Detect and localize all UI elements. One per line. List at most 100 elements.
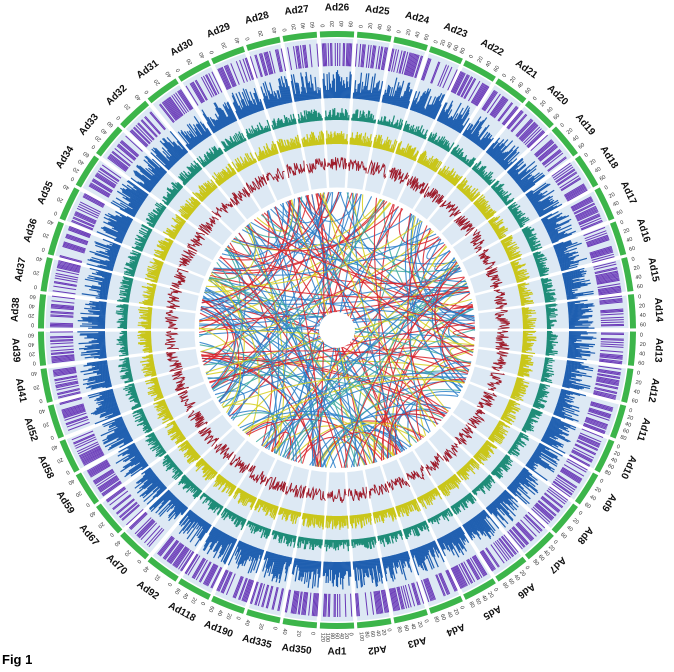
- histogram-bar: [175, 504, 185, 515]
- histogram-bar: [96, 231, 123, 243]
- histogram-bar: [497, 422, 504, 427]
- density-stripe: [551, 483, 571, 498]
- histogram-bar: [181, 474, 186, 479]
- histogram-bar: [527, 416, 539, 423]
- histogram-bar: [210, 182, 217, 189]
- histogram-bar: [145, 423, 150, 426]
- histogram-bar: [240, 100, 249, 117]
- histogram-bar: [87, 376, 110, 382]
- histogram-bar: [544, 298, 557, 302]
- histogram-track-blue: [262, 550, 293, 584]
- density-stripe: [531, 508, 549, 525]
- density-stripe: [144, 116, 162, 134]
- histogram-bar: [387, 140, 392, 152]
- histogram-bar: [163, 492, 173, 502]
- density-stripe: [508, 111, 524, 130]
- histogram-bar: [146, 287, 156, 291]
- histogram-bar: [480, 511, 496, 532]
- histogram-bar: [546, 220, 570, 233]
- histogram-bar: [241, 132, 246, 142]
- histogram-bar: [456, 502, 461, 508]
- density-stripe: [534, 139, 553, 156]
- histogram-bar: [480, 172, 485, 178]
- histogram-bar: [186, 177, 191, 181]
- histogram-bar: [120, 285, 132, 290]
- density-stripe: [51, 357, 75, 361]
- histogram-bar: [234, 515, 240, 525]
- histogram-bar: [315, 140, 317, 146]
- histogram-bar: [258, 147, 265, 160]
- histogram-bar: [362, 111, 365, 122]
- histogram-bar: [437, 136, 444, 147]
- histogram-bar: [245, 493, 250, 499]
- histogram-bar: [494, 499, 514, 521]
- histogram-bar: [200, 159, 207, 167]
- histogram-bar: [360, 113, 363, 122]
- histogram-track-yellow: [153, 399, 174, 424]
- histogram-bar: [152, 437, 158, 442]
- histogram-bar: [293, 535, 297, 548]
- density-stripe: [585, 417, 608, 427]
- density-stripe: [577, 211, 599, 222]
- histogram-bar: [502, 241, 510, 247]
- histogram-bar: [271, 150, 274, 156]
- histogram-bar: [169, 233, 177, 238]
- histogram-bar: [470, 458, 477, 464]
- histogram-bar: [502, 414, 513, 421]
- histogram-bar: [530, 244, 542, 250]
- histogram-bar: [473, 194, 484, 205]
- histogram-bar: [186, 481, 193, 489]
- histogram-bar: [159, 395, 164, 399]
- histogram-bar: [429, 157, 438, 170]
- density-stripe: [164, 541, 180, 561]
- histogram-bar: [458, 125, 464, 134]
- histogram-bar: [381, 143, 385, 150]
- histogram-bar: [350, 132, 354, 145]
- density-stripe: [308, 592, 312, 616]
- histogram-bar: [475, 487, 480, 492]
- histogram-bar: [141, 366, 155, 371]
- histogram-bar: [469, 492, 477, 502]
- histogram-bar: [217, 506, 224, 516]
- histogram-track-teal: [532, 383, 551, 410]
- histogram-bar: [510, 208, 518, 214]
- histogram-bar: [140, 339, 152, 341]
- line-track: [306, 486, 326, 501]
- histogram-bar: [350, 137, 352, 145]
- histogram-bar: [417, 93, 427, 113]
- histogram-bar: [398, 96, 403, 107]
- histogram-bar: [454, 503, 462, 513]
- histogram-bar: [467, 493, 475, 501]
- histogram-bar: [308, 514, 312, 526]
- histogram-bar: [149, 289, 156, 293]
- density-stripe: [75, 438, 97, 449]
- density-stripes: [569, 428, 604, 467]
- histogram-bar: [553, 411, 579, 422]
- histogram-bar: [519, 289, 531, 294]
- histogram-bar: [139, 416, 147, 421]
- histogram-bar: [175, 226, 181, 231]
- histogram-bar: [529, 243, 536, 248]
- histogram-bar: [481, 446, 489, 453]
- histogram-bar: [488, 504, 498, 516]
- histogram-bar: [146, 478, 160, 490]
- histogram-bar: [538, 388, 543, 391]
- histogram-bar: [306, 560, 309, 573]
- histogram-bar: [544, 215, 566, 228]
- density-stripe: [470, 82, 484, 103]
- histogram-bar: [147, 367, 156, 371]
- density-stripe: [62, 243, 86, 252]
- histogram-bar: [485, 211, 497, 220]
- histogram-bar: [156, 399, 166, 405]
- histogram-bar: [421, 155, 428, 165]
- density-stripe: [192, 558, 206, 579]
- histogram-bar: [468, 460, 474, 467]
- histogram-bar: [385, 121, 388, 127]
- histogram-bar: [517, 283, 530, 288]
- histogram-bar: [130, 177, 151, 193]
- histogram-bar: [144, 277, 158, 283]
- histogram-bar: [505, 454, 511, 459]
- histogram-bar: [544, 364, 553, 367]
- histogram-bar: [298, 559, 303, 581]
- track-background: [124, 105, 247, 233]
